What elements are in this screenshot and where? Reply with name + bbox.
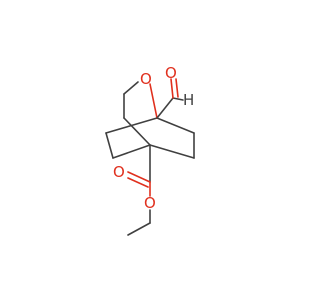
aldehyde-hydrogen-label: H <box>183 91 194 109</box>
bond-cho-h <box>172 97 184 101</box>
aldehyde-oxygen-label: O <box>165 64 177 82</box>
aldehyde-group <box>156 78 184 119</box>
bond-c4-c7 <box>123 117 151 146</box>
ester-carbonyl-oxygen-label: O <box>113 163 125 181</box>
bond-c1-cho <box>156 97 174 119</box>
ring-oxygen-label: O <box>140 70 152 88</box>
bond-o-c1 <box>149 83 158 119</box>
bicyclic-cage <box>105 81 195 159</box>
ester-group <box>127 144 151 236</box>
bond-c8-o <box>123 81 139 95</box>
bond-c4-c5 <box>112 144 151 159</box>
bond-c5-c6 <box>105 132 114 159</box>
ester-ether-oxygen-label: O <box>144 194 156 212</box>
bond-cho-o-1 <box>170 78 174 99</box>
bond-c1-c2 <box>156 117 195 134</box>
bond-ester-c-o-1 <box>127 171 151 183</box>
bond-c3-c4 <box>149 144 195 159</box>
bond-methyl-end <box>127 222 151 236</box>
bond-ester-c-o-2 <box>127 177 149 188</box>
molecule-structure: O O H O O <box>105 64 195 236</box>
bond-cho-o-2 <box>175 78 179 98</box>
